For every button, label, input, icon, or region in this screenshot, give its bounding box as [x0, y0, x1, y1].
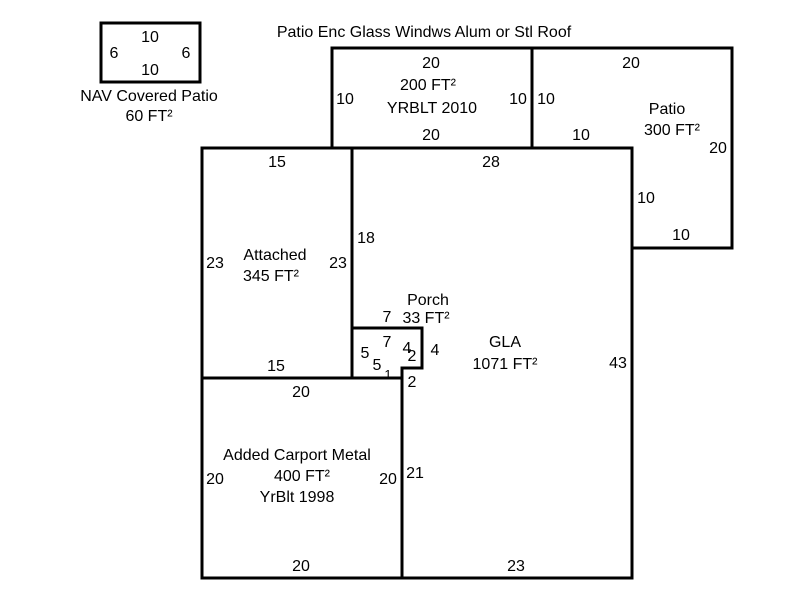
dim-label: 2: [408, 348, 417, 365]
dim-label: 20: [379, 471, 397, 488]
patio-outline: [530, 46, 734, 250]
sketch-title: Patio Enc Glass Windws Alum or Stl Roof: [277, 24, 572, 41]
dim-label: 5: [361, 345, 370, 362]
dim-label: 23: [206, 255, 224, 272]
area-name: Porch: [407, 292, 449, 309]
area-size: 60 FT²: [125, 108, 173, 125]
dim-label: 20: [422, 55, 440, 72]
area-name: GLA: [489, 334, 521, 351]
dim-label: 10: [637, 190, 655, 207]
gla-outline: [350, 146, 634, 580]
dim-label: 6: [110, 45, 119, 62]
area-size: 33 FT²: [402, 310, 450, 327]
dim-label: 20: [422, 127, 440, 144]
dim-label: 10: [537, 91, 555, 108]
area-name: Patio: [649, 101, 686, 118]
dim-label: 21: [406, 465, 424, 482]
dim-label: 4: [431, 342, 440, 359]
dim-label: 20: [709, 140, 727, 157]
nav-covered-patio-outline: [99, 21, 202, 84]
dim-label: 7: [383, 309, 392, 326]
area-name: Added Carport Metal: [223, 447, 371, 464]
dim-label: 43: [609, 355, 627, 372]
dim-label: 20: [206, 471, 224, 488]
area-size: 1071 FT²: [473, 356, 539, 373]
dim-label: 20: [622, 55, 640, 72]
area-yrblt: YRBLT 2010: [387, 100, 477, 117]
dim-label: 1: [384, 367, 391, 382]
dim-label: 6: [182, 45, 191, 62]
carport-outline: [200, 376, 404, 580]
dim-label: 10: [572, 127, 590, 144]
dim-label: 5: [373, 357, 382, 374]
dim-label: 15: [267, 358, 285, 375]
dim-label: 18: [357, 230, 375, 247]
area-size: 345 FT²: [243, 268, 300, 285]
dim-label: 15: [268, 154, 286, 171]
dim-label: 28: [482, 154, 500, 171]
area-size: 200 FT²: [400, 77, 457, 94]
dim-label: 20: [292, 558, 310, 575]
dim-label: 23: [329, 255, 347, 272]
dim-label: 4: [403, 340, 412, 357]
area-size: 400 FT²: [274, 468, 331, 485]
area-yrblt: YrBlt 1998: [260, 489, 335, 506]
area-size: 300 FT²: [644, 122, 701, 139]
dim-label: 10: [141, 62, 159, 79]
dim-label: 10: [509, 91, 527, 108]
dim-label: 10: [672, 227, 690, 244]
area-name: NAV Covered Patio: [80, 88, 218, 105]
dim-label: 10: [141, 29, 159, 46]
dim-label: 23: [507, 558, 525, 575]
dim-label: 7: [383, 334, 392, 351]
area-name: Attached: [243, 247, 306, 264]
dim-label: 20: [292, 384, 310, 401]
dim-label: 2: [408, 374, 417, 391]
dim-label: 10: [336, 91, 354, 108]
